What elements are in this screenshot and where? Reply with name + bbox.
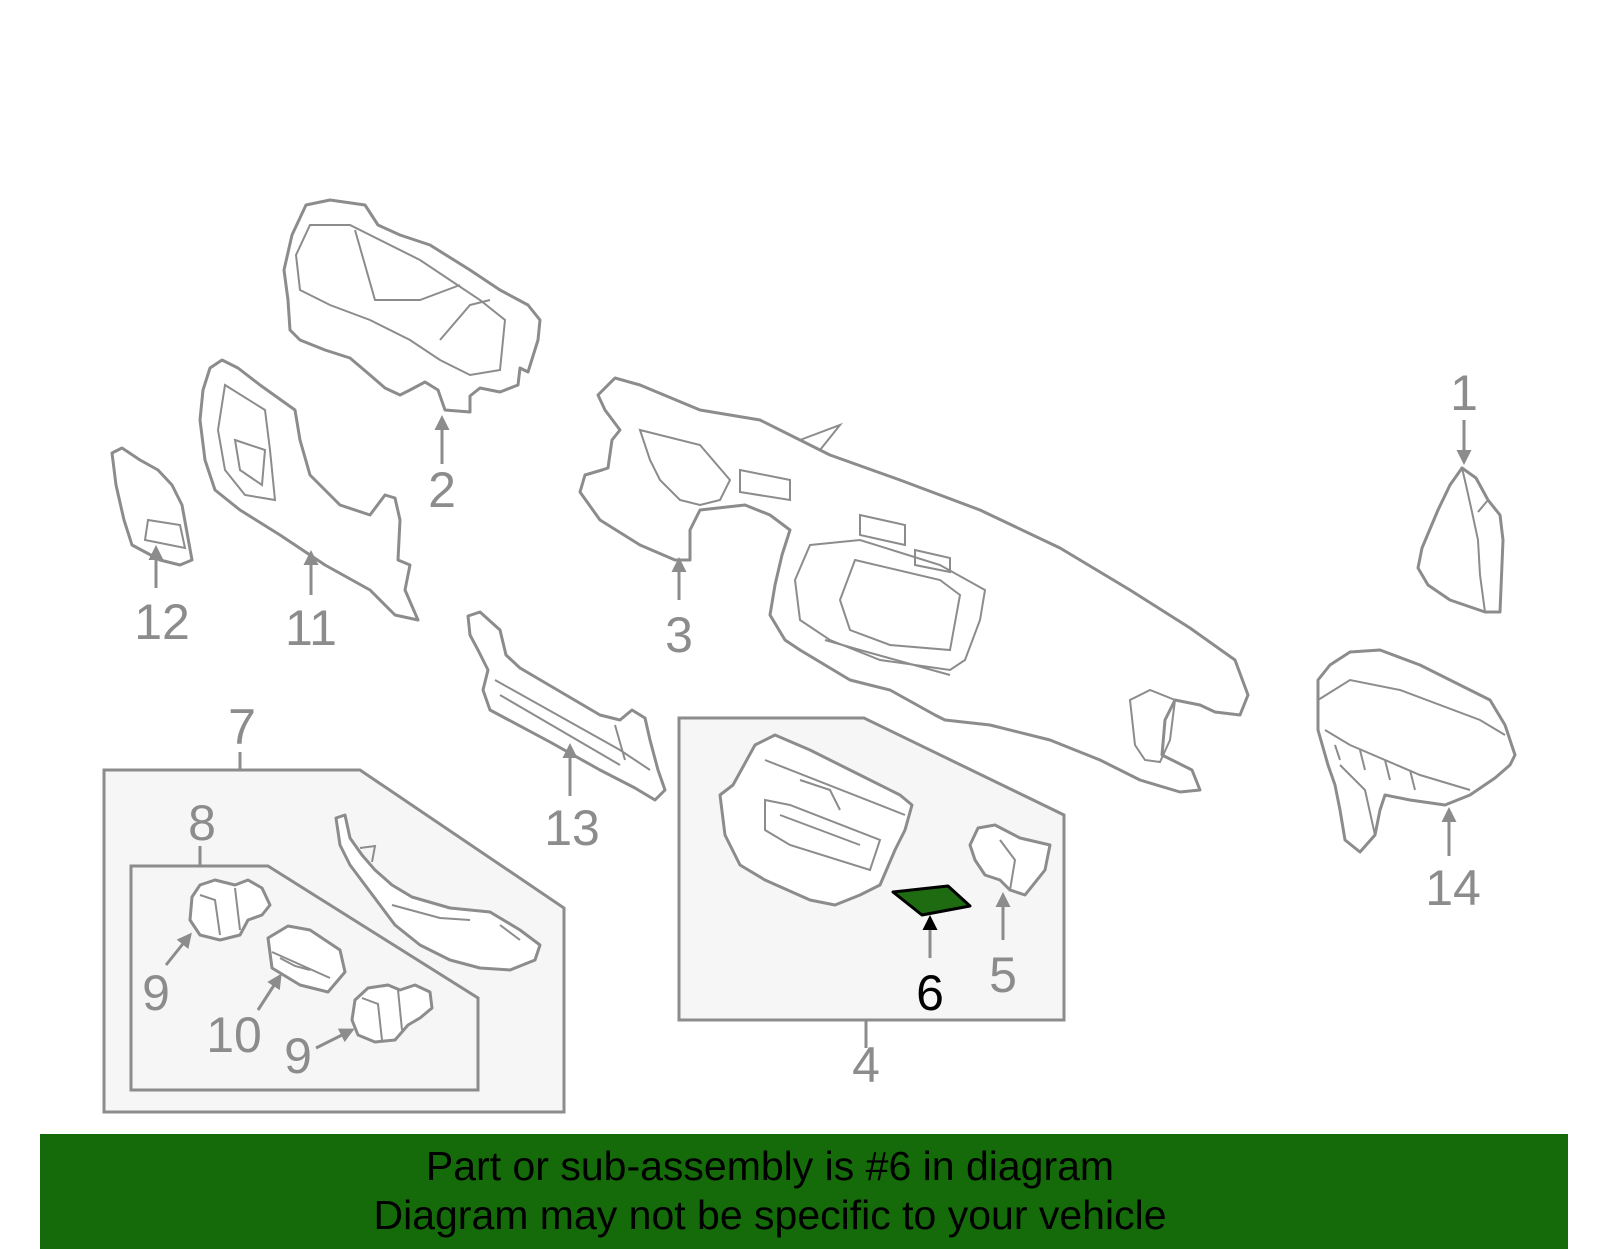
callout-1: 1	[1450, 365, 1478, 421]
info-banner: Part or sub-assembly is #6 in diagram Di…	[40, 1134, 1568, 1249]
callout-13: 13	[544, 800, 600, 856]
cluster-hood-part-2	[282, 198, 542, 414]
bracket-part-13	[466, 610, 667, 802]
callout-4: 4	[852, 1037, 880, 1093]
side-cover-part-12	[110, 446, 194, 567]
banner-line-1: Part or sub-assembly is #6 in diagram	[425, 1143, 1115, 1189]
center-fascia-part-4	[718, 733, 914, 907]
switch-part-9-upper	[188, 878, 272, 942]
airbag-module-part-14	[1316, 648, 1517, 854]
banner-line-2: Diagram may not be specific to your vehi…	[373, 1192, 1167, 1238]
airbag-cover-part-1	[1416, 466, 1505, 614]
callout-9-lower: 9	[284, 1028, 312, 1084]
callout-8: 8	[188, 795, 216, 851]
callout-6: 6	[916, 965, 944, 1021]
callout-10: 10	[206, 1007, 262, 1063]
callout-9-upper: 9	[142, 965, 170, 1021]
callout-7: 7	[228, 699, 256, 755]
crash-pad-main-part-3	[578, 376, 1250, 794]
switch-part-9-lower	[350, 983, 434, 1044]
switch-part-10	[266, 924, 347, 994]
callout-14: 14	[1425, 860, 1481, 916]
leader-10	[256, 973, 282, 1011]
callout-11: 11	[285, 600, 337, 656]
callout-2: 2	[428, 462, 456, 518]
highlighted-part-6	[891, 884, 972, 917]
trim-part-5	[968, 823, 1052, 897]
leader-9b	[315, 1028, 355, 1050]
leader-9a	[164, 932, 192, 966]
callout-12: 12	[134, 594, 190, 650]
callout-5: 5	[989, 947, 1017, 1003]
callout-3: 3	[665, 607, 693, 663]
crash-pad-lower-part-11	[198, 358, 420, 622]
trim-strip-part-7	[334, 813, 542, 972]
